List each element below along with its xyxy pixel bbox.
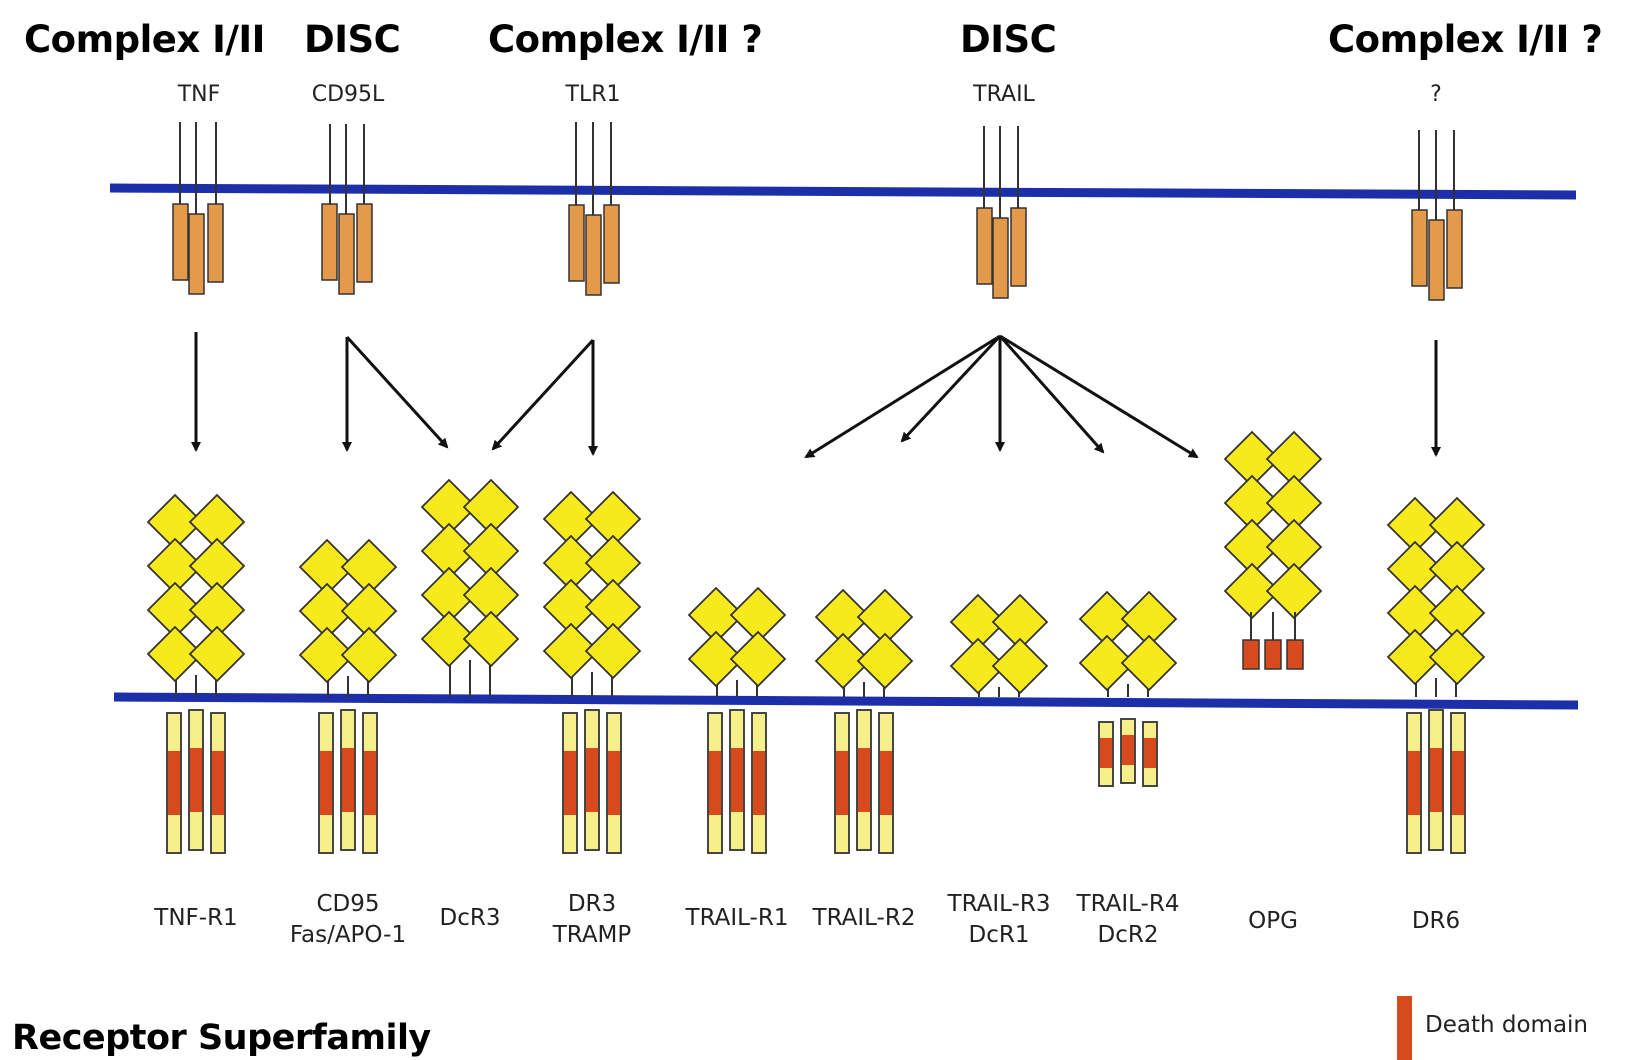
receptor-label-opg: OPG	[1248, 908, 1298, 934]
opg-terminal-domain	[1242, 639, 1260, 670]
death-domain	[320, 751, 332, 815]
binding-arrows	[191, 332, 1441, 459]
arrow-trail-to-trailr2	[900, 334, 1002, 443]
death-domain	[1144, 738, 1156, 768]
death-domain	[586, 748, 598, 812]
receptor-label-dr6: DR6	[1411, 908, 1461, 934]
receptor-cd95	[298, 538, 398, 854]
crd-diamond	[949, 637, 1007, 695]
crd-diamond	[991, 637, 1049, 695]
death-domain	[1100, 738, 1112, 768]
crd-diamond	[420, 610, 478, 668]
complex-header-tnf: Complex I/II	[24, 18, 265, 61]
death-domain	[564, 751, 576, 815]
upper-membrane	[109, 183, 1577, 200]
death-domain	[608, 751, 620, 815]
opg-terminal-domain	[1264, 639, 1282, 670]
ligand-trimer-cd95l	[321, 124, 373, 295]
footer-title: Receptor Superfamily	[12, 1018, 431, 1058]
death-domain	[858, 748, 870, 812]
death-domain	[190, 748, 202, 812]
receptor-trailr1	[687, 586, 787, 854]
crd-diamond	[729, 630, 787, 688]
complex-header-cd95l: DISC	[304, 18, 401, 61]
receptor-label-trailr1: TRAIL-R1	[685, 905, 789, 931]
receptor-trailr4	[1078, 590, 1178, 787]
complex-header-unknown: Complex I/II ?	[1328, 18, 1603, 61]
arrow-tlr1-to-dcr3	[491, 338, 595, 451]
opg-terminal-domain	[1286, 639, 1304, 670]
ligand-label-unknown: ?	[1430, 82, 1442, 107]
death-domain	[1408, 751, 1420, 815]
ligand-label-cd95l: CD95L	[311, 82, 385, 107]
death-domain	[1122, 735, 1134, 765]
death-domain	[168, 751, 180, 815]
death-domain-legend-label: Death domain	[1425, 1012, 1588, 1038]
death-domain-legend-swatch	[1397, 996, 1412, 1060]
receptor-tnfr1	[146, 493, 246, 854]
arrow-cd95l-to-dcr3	[345, 335, 449, 449]
receptors-layer	[146, 430, 1486, 854]
death-domain	[753, 751, 765, 815]
crd-diamond	[1120, 634, 1178, 692]
receptor-opg	[1223, 430, 1323, 670]
crd-diamond	[462, 610, 520, 668]
death-domain	[212, 751, 224, 815]
crd-diamond	[1428, 628, 1486, 686]
receptor-trailr2	[814, 588, 914, 854]
ligand-trimer-unknown	[1411, 130, 1463, 301]
arrow-trail-to-trailr4	[998, 335, 1105, 454]
receptor-trailr3	[949, 593, 1049, 697]
receptor-label-tnfr1: TNF-R1	[154, 905, 238, 931]
receptor-label-trailr2: TRAIL-R2	[812, 905, 916, 931]
ligand-label-tnf: TNF	[177, 82, 221, 107]
death-domain	[1452, 751, 1464, 815]
death-domain	[342, 748, 354, 812]
receptor-dcr3	[420, 478, 520, 697]
crd-diamond	[146, 625, 204, 683]
crd-diamond	[1386, 628, 1444, 686]
death-domain	[836, 751, 848, 815]
crd-diamond	[188, 625, 246, 683]
death-domain	[880, 751, 892, 815]
complex-header-trail: DISC	[960, 18, 1057, 61]
death-domain	[709, 751, 721, 815]
ligand-trimer-tnf	[172, 122, 224, 295]
crd-diamond	[584, 622, 642, 680]
crd-diamond	[687, 630, 745, 688]
crd-diamond	[814, 632, 872, 690]
crd-diamond	[298, 626, 356, 684]
crd-diamond	[856, 632, 914, 690]
ligand-label-trail: TRAIL	[973, 82, 1035, 107]
ligand-label-tlr1: TLR1	[565, 82, 621, 107]
crd-diamond	[542, 622, 600, 680]
lower-membrane	[113, 692, 1579, 710]
death-domain	[364, 751, 376, 815]
crd-diamond	[1078, 634, 1136, 692]
ligand-trimer-trail	[976, 126, 1027, 299]
arrow-trail-to-opg	[999, 334, 1199, 459]
ligand-trimer-tlr1	[568, 122, 620, 296]
receptor-dr3	[542, 490, 642, 854]
crd-diamond	[1265, 562, 1323, 620]
death-domain	[731, 748, 743, 812]
crd-diamond	[340, 626, 398, 684]
receptor-label-dcr3: DcR3	[439, 905, 501, 931]
receptor-dr6	[1386, 496, 1486, 854]
arrow-trail-to-trailr1	[804, 334, 1001, 459]
death-domain	[1430, 748, 1442, 812]
complex-header-tlr1: Complex I/II ?	[488, 18, 763, 61]
